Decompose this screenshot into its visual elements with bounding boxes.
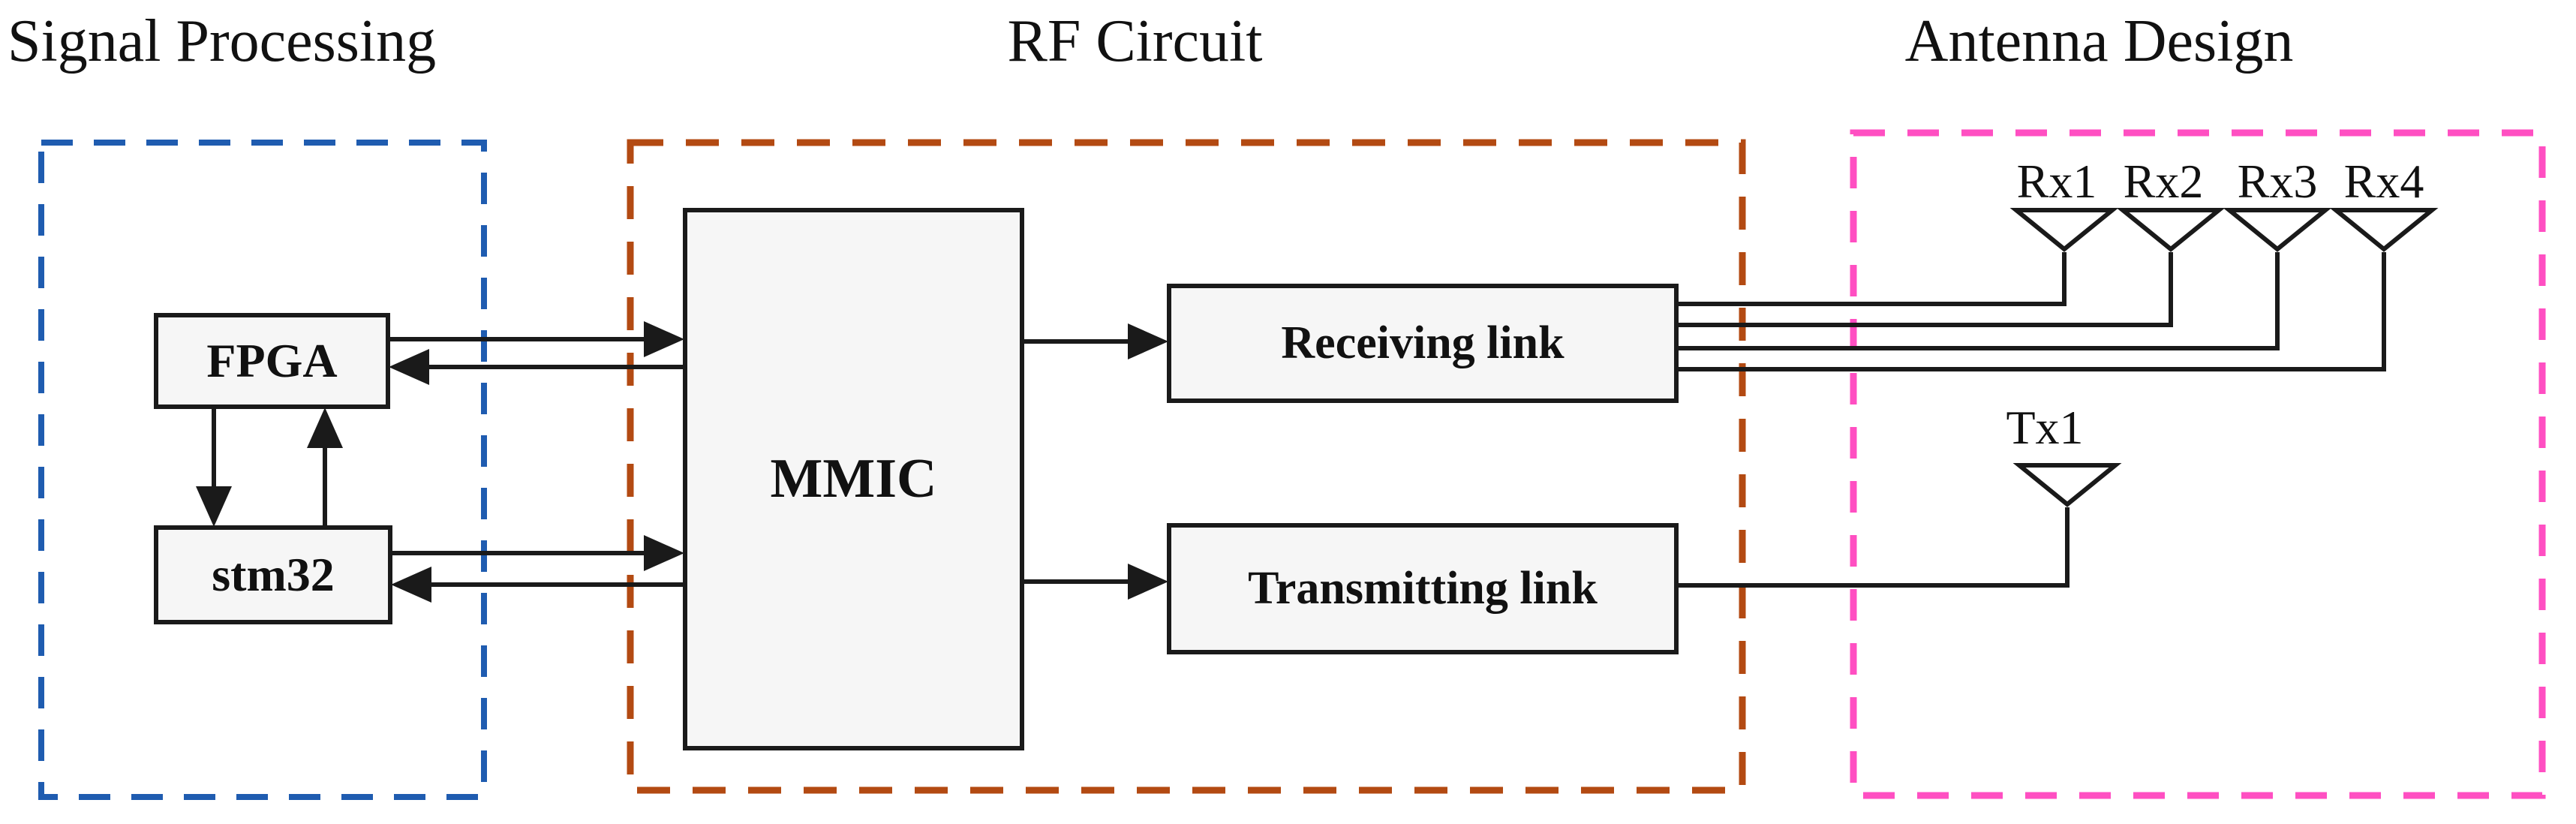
signal-processing-section-title: Signal Processing (8, 8, 437, 74)
antenna-design-section-title: Antenna Design (1904, 8, 2294, 74)
section-outlines (38, 129, 2546, 800)
receiving-link-block: Receiving link (1167, 284, 1679, 403)
receiving-link-block-label: Receiving link (1281, 317, 1565, 368)
arrow-fpga-to-stm32-head-icon (196, 486, 232, 527)
rx3-antenna-icon (2223, 208, 2332, 252)
mmic-block: MMIC (683, 208, 1024, 750)
arrow-stm32-to-fpga-head-icon (307, 407, 343, 448)
rx3-antenna-label: Rx3 (2237, 155, 2318, 208)
wire-receiving-to-rx3 (1679, 252, 2280, 350)
wire-transmitting-to-tx1 (1679, 507, 2070, 588)
transmitting-link-block: Transmitting link (1167, 523, 1679, 654)
mmic-block-label: MMIC (770, 448, 937, 510)
arrow-stm32-to-mmic-head-icon (644, 535, 684, 571)
arrow-mmic-to-fpga-head-icon (389, 349, 429, 385)
fpga-block-label: FPGA (206, 334, 338, 387)
tx1-antenna-icon (2012, 463, 2122, 507)
wire-receiving-to-rx1 (1679, 252, 2067, 306)
rx2-antenna-icon (2116, 208, 2226, 252)
rx4-antenna-label: Rx4 (2343, 155, 2424, 208)
stm32-block: stm32 (154, 525, 392, 624)
tx1-antenna-label: Tx1 (2006, 401, 2084, 454)
wire-receiving-to-rx4 (1679, 252, 2386, 371)
wire-receiving-to-rx2 (1679, 252, 2173, 327)
arrow-mmic-to-stm32-head-icon (391, 567, 431, 603)
fpga-block: FPGA (154, 313, 390, 409)
rx2-antenna-label: Rx2 (2123, 155, 2204, 208)
antenna-design-section-outline (1850, 129, 2546, 799)
rx1-antenna-icon (2009, 208, 2119, 252)
rf-circuit-section-outline (627, 139, 1746, 794)
stm32-block-label: stm32 (212, 548, 335, 601)
antenna-symbols (2009, 208, 2439, 507)
transmitting-link-block-label: Transmitting link (1248, 563, 1598, 614)
rx4-antenna-icon (2329, 208, 2439, 252)
arrow-mmic-to-receiving-head-icon (1128, 323, 1168, 359)
connection-lines (196, 252, 2386, 603)
rx1-antenna-label: Rx1 (2016, 155, 2097, 208)
arrow-fpga-to-mmic-head-icon (644, 321, 684, 357)
signal-processing-section-outline (38, 140, 487, 800)
rf-circuit-section-title: RF Circuit (1007, 8, 1263, 74)
arrow-mmic-to-transmitting-head-icon (1128, 564, 1168, 600)
